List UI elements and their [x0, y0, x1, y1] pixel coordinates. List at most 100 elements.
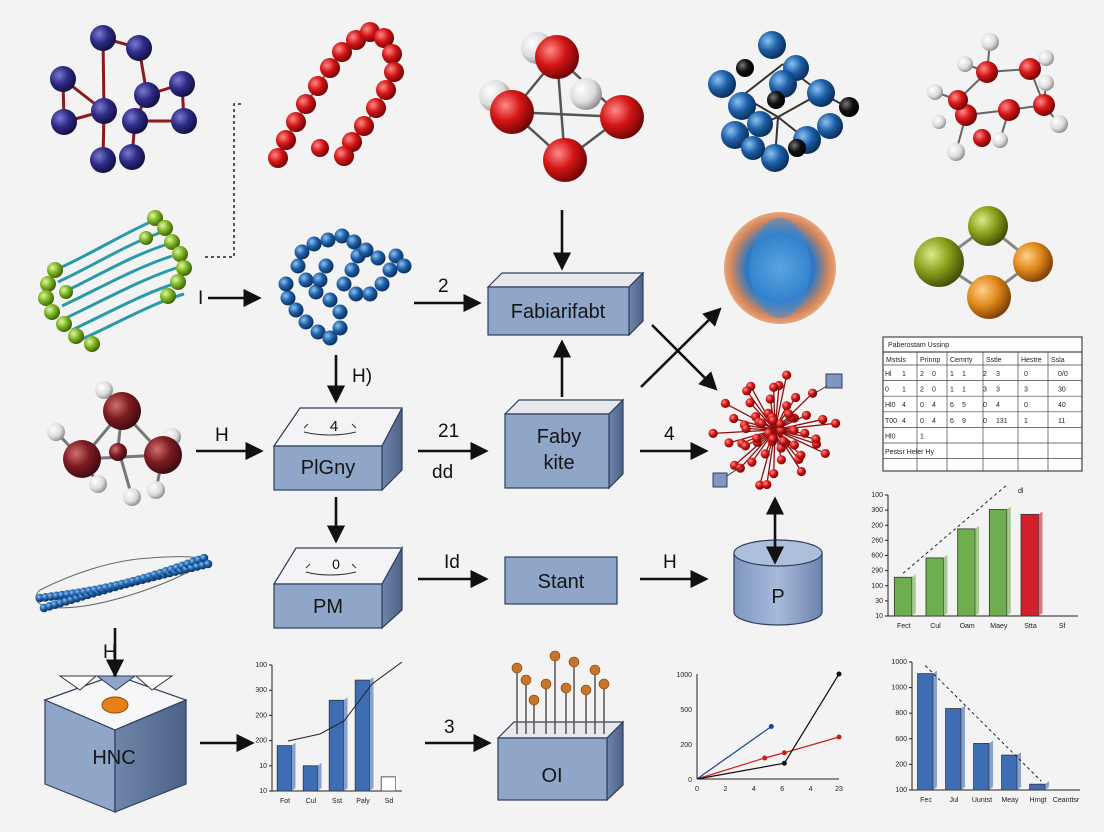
table-cell: 11 [1058, 418, 1065, 425]
y-tick-label: 800 [895, 710, 907, 717]
table-title: Paberostam Ussinp [888, 342, 949, 349]
table-cell: 0 [1024, 402, 1028, 409]
box-pm-label: PM [313, 596, 343, 618]
box-fabiarifabt-label: Fabiarifabt [511, 301, 606, 323]
chart-annotation: dl [1018, 488, 1024, 495]
table-header-cell: Ssla [1051, 357, 1065, 364]
table-cell: Hl0 [885, 433, 896, 440]
arrow-label-dd: dd [432, 462, 453, 483]
y-tick-label: 10 [259, 763, 267, 770]
bar [276, 745, 292, 792]
table-cell: 3 [996, 387, 1000, 394]
table-cell: 1 [902, 371, 906, 378]
y-tick-label: 0 [688, 777, 692, 784]
table-cell: 1 [950, 387, 954, 394]
blue-cluster-molecule-icon [708, 31, 859, 172]
y-tick-label: 100 [871, 583, 883, 590]
bar [1001, 754, 1018, 791]
table-cell: 3 [996, 371, 1000, 378]
box-hnc-label: HNC [92, 747, 135, 769]
x-tick-label: 2 [723, 786, 727, 793]
table-header-cell: Prinnp [920, 357, 940, 364]
table-cell: 2 [983, 371, 987, 378]
x-tick-label: 23 [835, 786, 843, 793]
arrow-label-h: H [215, 425, 229, 446]
bar-side [1038, 511, 1043, 616]
box-stant-label: Stant [538, 571, 585, 593]
x-tick-label: 6 [780, 786, 784, 793]
bar [925, 557, 944, 617]
table-cell: 4 [932, 402, 936, 409]
series-point [781, 760, 787, 766]
table-cell: 0 [983, 402, 987, 409]
bar-side [343, 697, 348, 791]
x-tick-label: Meay [1001, 797, 1019, 804]
table-cell: 0 [983, 418, 987, 425]
bar [328, 699, 344, 792]
table-cell: Hl0 [885, 402, 896, 409]
box-oi-with-pins: OI [496, 650, 625, 802]
bar-side [933, 670, 937, 790]
bar-side [369, 677, 374, 791]
table-cell: 1 [902, 387, 906, 394]
x-tick-label: Fot [280, 798, 290, 805]
x-tick-label: 0 [695, 786, 699, 793]
arrow-label-ld: Id [444, 552, 460, 573]
x-tick-label: 4 [752, 786, 756, 793]
table-cell: 1 [962, 387, 966, 394]
y-tick-label: 200 [895, 761, 907, 768]
table-cell: 4 [902, 418, 906, 425]
blue-strand-molecule-icon [35, 553, 213, 613]
arrow-label-h-paren: H) [352, 366, 372, 387]
table-header-cell: Cemrty [950, 357, 973, 364]
table-cell: 0 [920, 402, 924, 409]
arrow-label-2: 2 [438, 276, 449, 297]
blue-bead-chain-molecule-icon [278, 228, 412, 346]
bar-side [975, 525, 980, 616]
trend-line [287, 661, 403, 742]
box-oi-label: OI [541, 765, 562, 787]
table-cell: 3 [983, 387, 987, 394]
table-cell: 0 [932, 371, 936, 378]
table-cell: 5 [962, 402, 966, 409]
y-tick-label: 200 [680, 742, 692, 749]
arrow-label-21: 21 [438, 421, 459, 442]
y-tick-label: 290 [871, 568, 883, 575]
arrow-label-4: 4 [664, 424, 675, 445]
series-point [762, 755, 768, 761]
table-header-cell: Hestre [1021, 357, 1042, 364]
arrow-label-h-stant: H [663, 552, 677, 573]
red-ring-molecule-icon [927, 33, 1068, 161]
table-cell: 4 [996, 402, 1000, 409]
bar-side [989, 740, 993, 790]
bar-side [1045, 781, 1049, 790]
cell-sphere-icon [724, 212, 836, 324]
bar-side [395, 773, 400, 791]
table-cell: 4 [932, 418, 936, 425]
bar [1029, 783, 1046, 791]
y-tick-label: 300 [255, 687, 267, 694]
bar [1020, 513, 1039, 617]
bar-side [911, 574, 916, 616]
y-tick-label: 600 [895, 736, 907, 743]
x-tick-label: Oam [960, 623, 975, 630]
table-cell: 0/0 [1058, 371, 1068, 378]
table-cell: Hl [885, 371, 892, 378]
table-cell: 1 [920, 433, 924, 440]
x-tick-label: Cul [930, 623, 941, 630]
bar [945, 708, 962, 791]
y-tick-label: 1000 [891, 685, 907, 692]
table-cell: 40 [1058, 402, 1066, 409]
table-cell: 0 [932, 387, 936, 394]
y-tick-label: 30 [875, 598, 883, 605]
series-line [696, 726, 772, 780]
x-tick-label: Sst [332, 798, 342, 805]
table-cell: 3 [1024, 387, 1028, 394]
table-cell: 1 [950, 371, 954, 378]
y-tick-label: 200 [255, 712, 267, 719]
table-header-cell: Mstsls [886, 357, 906, 364]
arrow-label-l1: I [198, 288, 203, 309]
x-tick-label: Cul [306, 798, 317, 805]
